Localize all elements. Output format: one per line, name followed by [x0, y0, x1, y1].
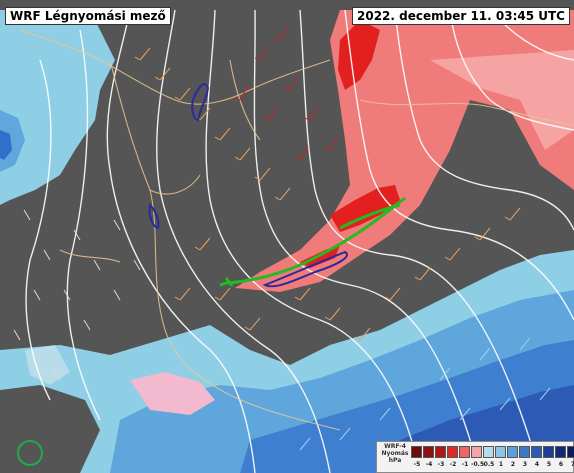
legend-tick: -3 [437, 461, 445, 468]
legend-swatch [459, 446, 470, 458]
country-borders [19, 29, 574, 431]
positive-anomaly-region-west [0, 10, 115, 205]
legend-swatch [543, 446, 554, 458]
positive-anomaly-region-west-core [0, 130, 12, 160]
legend-tick: 1 [498, 461, 504, 468]
legend-swatch [471, 446, 482, 458]
legend-swatch [567, 446, 574, 458]
legend-label-variable: Nyomás [381, 450, 409, 457]
legend-swatch [483, 446, 494, 458]
legend-tick: 6 [558, 461, 564, 468]
legend-tick: 3 [522, 461, 528, 468]
legend-swatch [447, 446, 458, 458]
map-timestamp: 2022. december 11. 03:45 UTC [352, 7, 570, 25]
positive-anomaly-pink-west [130, 372, 215, 415]
legend-swatch [519, 446, 530, 458]
legend-tick: -2 [449, 461, 457, 468]
wind-barb-icon [13, 25, 551, 451]
legend-tick: -1 [461, 461, 469, 468]
neutral-wedge-south [0, 385, 100, 473]
legend-swatch [531, 446, 542, 458]
low-pressure-marker [17, 440, 43, 466]
legend-swatch [555, 446, 566, 458]
legend-label: WRF-4 Nyomás hPa [379, 443, 411, 464]
legend-label-model: WRF-4 [384, 443, 406, 450]
legend-tick: -0.5 [471, 461, 485, 468]
legend-swatch [423, 446, 434, 458]
legend-swatches [411, 446, 574, 460]
legend-tick: 4 [534, 461, 540, 468]
legend-swatch [435, 446, 446, 458]
green-front-line [219, 196, 406, 287]
legend-label-unit: hPa [388, 457, 402, 464]
legend-tick: 7 [570, 461, 574, 468]
map-title: WRF Légnyomási mező [5, 7, 171, 25]
negative-anomaly-pale [430, 50, 574, 150]
positive-anomaly-pale-pocket [25, 345, 70, 385]
legend-swatch [411, 446, 422, 458]
legend-tick: -4 [425, 461, 433, 468]
precip-contours [148, 83, 348, 288]
legend-tick: 5 [546, 461, 552, 468]
legend-tick: -5 [413, 461, 421, 468]
legend-tick: 0.5 [483, 461, 495, 468]
legend-tick: 2 [510, 461, 516, 468]
legend-swatch [507, 446, 518, 458]
legend-swatch [495, 446, 506, 458]
